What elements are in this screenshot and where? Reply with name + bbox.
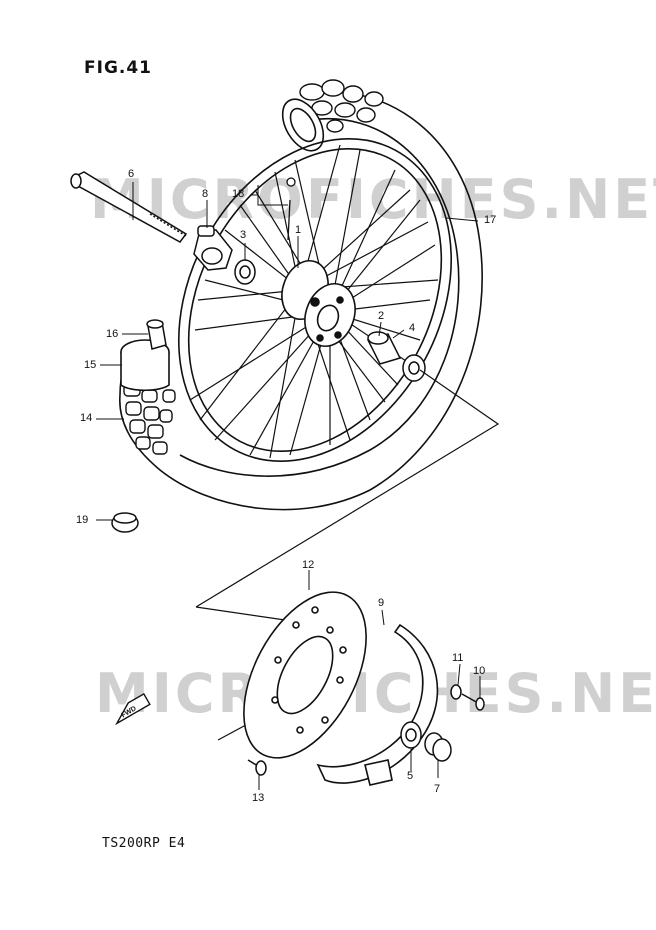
brake-disc xyxy=(243,591,367,759)
callout-15: 15 xyxy=(84,359,97,371)
spacer-bearing xyxy=(424,732,452,762)
valve-cap xyxy=(111,512,139,533)
model-code: TS200RP E4 xyxy=(102,836,186,851)
callout-8: 8 xyxy=(202,188,209,200)
inner-tube-cut xyxy=(120,339,170,392)
hub xyxy=(281,260,356,347)
balancer-weight xyxy=(286,177,296,241)
callout-4: 4 xyxy=(409,322,416,334)
disc-bolt xyxy=(247,759,267,776)
figure-title: FIG.41 xyxy=(84,58,153,78)
callout-2: 2 xyxy=(378,310,385,322)
callout-10: 10 xyxy=(473,665,486,677)
watermark-group: MICROFICHES.NET MICROFICHES.NET xyxy=(90,168,656,725)
callout-9: 9 xyxy=(378,597,385,609)
callout-7: 7 xyxy=(434,783,441,795)
speedo-gearbox xyxy=(193,225,233,271)
callout-16: 16 xyxy=(106,328,119,340)
cover-washer xyxy=(450,684,462,700)
spacer xyxy=(366,331,402,365)
callout-17: 17 xyxy=(484,214,497,226)
callout-13: 13 xyxy=(252,792,265,804)
watermark-bottom: MICROFICHES.NET xyxy=(95,662,656,725)
callout-11: 11 xyxy=(452,652,464,664)
cover-bolt xyxy=(461,693,485,711)
collar xyxy=(400,721,422,749)
front-axle xyxy=(70,171,188,243)
callout-leaders xyxy=(96,182,481,790)
callout-1: 1 xyxy=(295,224,302,236)
callout-5: 5 xyxy=(407,770,414,782)
bearing-right xyxy=(402,354,426,382)
callout-3: 3 xyxy=(240,229,247,241)
callout-18: 18 xyxy=(232,188,245,200)
watermark-top: MICROFICHES.NET xyxy=(90,168,656,231)
callout-6: 6 xyxy=(128,168,135,180)
callout-14: 14 xyxy=(80,412,93,424)
callout-19: 19 xyxy=(76,514,89,526)
tire-cut-section xyxy=(281,98,325,152)
rim-band xyxy=(146,319,167,350)
callout-12: 12 xyxy=(302,559,315,571)
bearing-left xyxy=(234,259,256,285)
tire-tread-bottom xyxy=(123,383,176,455)
